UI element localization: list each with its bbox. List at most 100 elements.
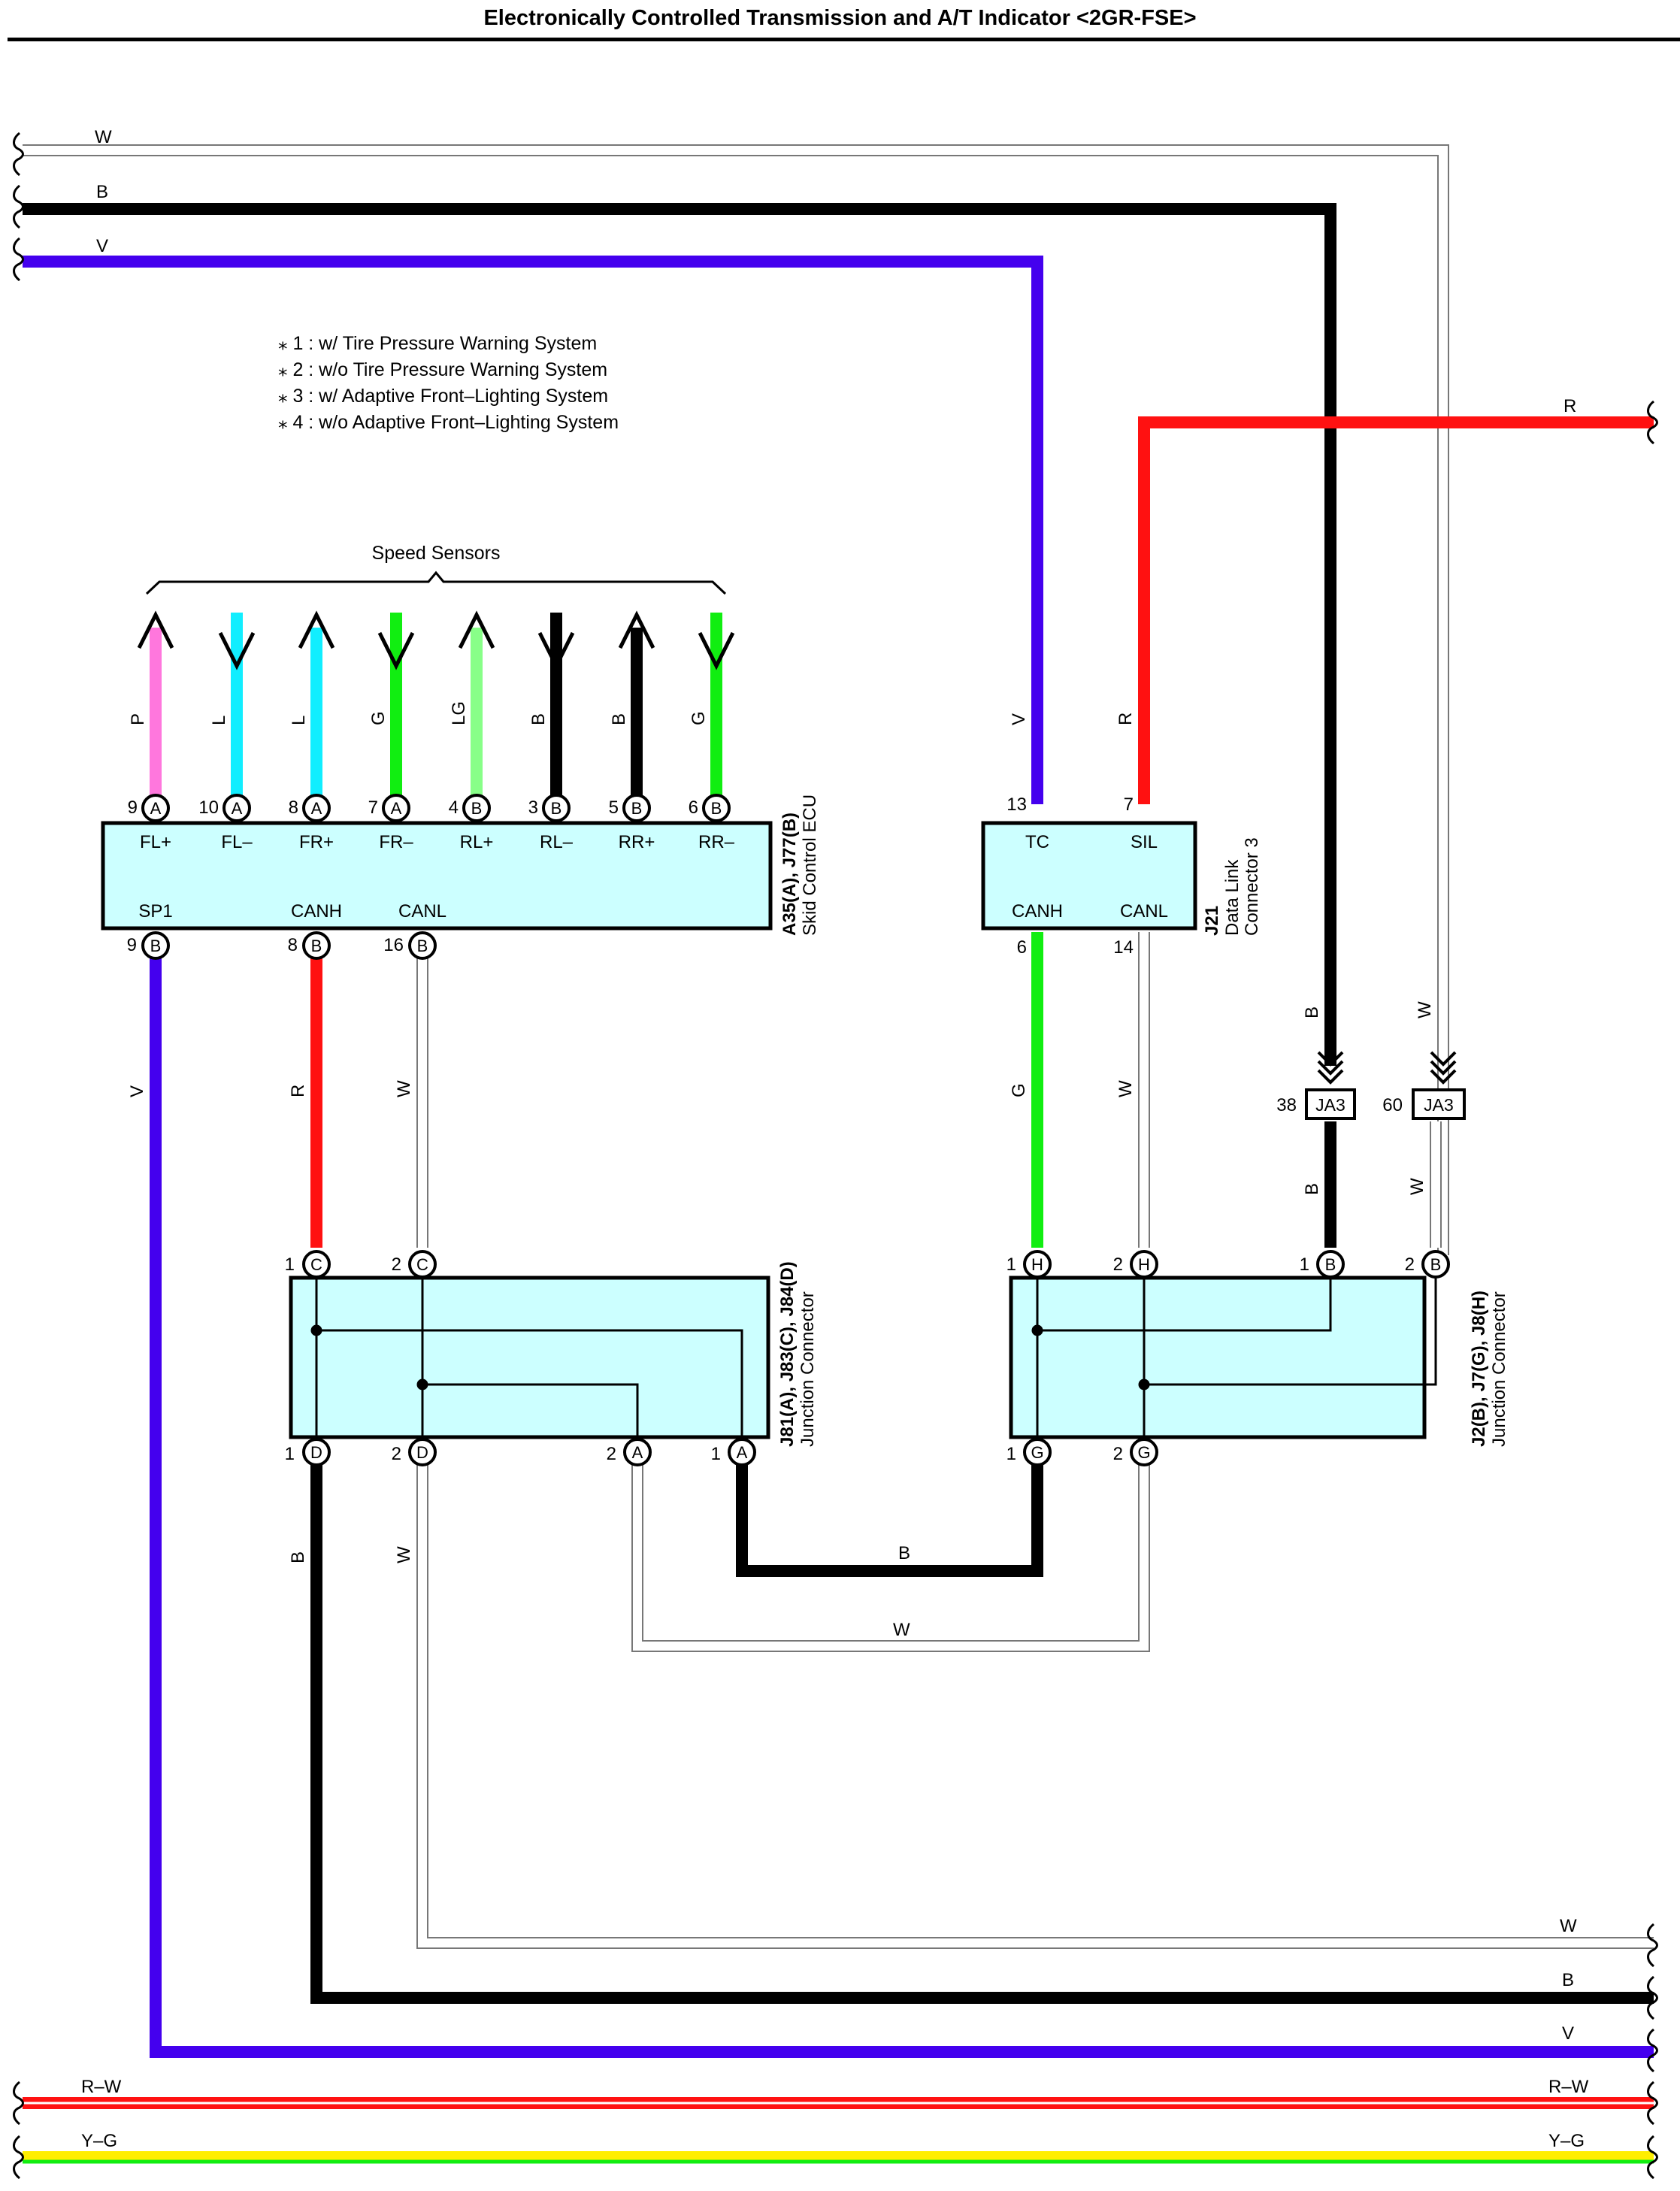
- pin-circle-b: B: [141, 931, 170, 960]
- ecu-top-pin-number: 8: [289, 797, 298, 818]
- label-bottom-b: B: [1562, 1970, 1574, 1990]
- speed-sensor-color-label: G: [368, 711, 389, 725]
- ja3-pin-60: 60: [1382, 1095, 1403, 1115]
- jc2-pin-g1: 1: [1006, 1444, 1016, 1464]
- pin-circle-a: A: [728, 1438, 756, 1466]
- label-top-b: B: [96, 182, 108, 202]
- label-dlc-w: W: [1115, 1080, 1136, 1097]
- speed-sensor-wire-fl: L: [209, 613, 256, 800]
- wire-break-top-left-3: [13, 237, 24, 282]
- ecu-top-signal: FL+: [140, 832, 171, 852]
- wire-top-r: [1138, 416, 1654, 804]
- junction-2-id: J2(B), J7(G), J8(H): [1469, 1291, 1489, 1447]
- ecu-top-pin-number: 9: [128, 797, 138, 818]
- ja3-connector-38: JA3 38: [1276, 1051, 1356, 1120]
- label-yg-left: Y–G: [81, 2131, 117, 2151]
- jc1-pin-d2: 2: [392, 1444, 401, 1464]
- note-1: ⁎ 1 : w/ Tire Pressure Warning System: [278, 333, 597, 354]
- label-top-v: V: [96, 236, 108, 256]
- ecu-pin-9: 9: [127, 935, 137, 955]
- pin-circle-b: B: [462, 794, 491, 822]
- svg-text:G: G: [1031, 1443, 1043, 1462]
- pin-circle-a: A: [141, 794, 170, 822]
- junction-connector-1-box: [289, 1276, 770, 1439]
- junction-connector-2-box: [1009, 1276, 1427, 1439]
- label-dlc-v: V: [1009, 713, 1029, 725]
- pin-circle-b: B: [542, 794, 571, 822]
- label-ja3-b-lower: B: [1302, 1183, 1322, 1195]
- jc1-pin-d1: 1: [285, 1444, 295, 1464]
- speed-sensor-wire-fl: P: [128, 610, 174, 800]
- label-jc1-b: B: [288, 1551, 308, 1563]
- wire-top-w: [23, 144, 1449, 1255]
- svg-text:B: B: [471, 799, 483, 818]
- ecu-top-pin-number: 5: [609, 797, 619, 818]
- svg-text:A: A: [391, 799, 402, 818]
- dlc3-box: [981, 821, 1197, 931]
- pin-circle-a: A: [382, 794, 410, 822]
- wire-bottom-b: [310, 1462, 1654, 2004]
- speed-sensor-wire-fr: L: [289, 610, 335, 800]
- svg-text:G: G: [1137, 1443, 1150, 1462]
- dlc3-signal-canl: CANL: [1120, 901, 1168, 921]
- dlc3-name-2: Connector 3: [1242, 837, 1262, 936]
- ecu-top-signal: FR–: [379, 832, 413, 852]
- svg-text:D: D: [416, 1443, 428, 1462]
- svg-text:A: A: [311, 799, 322, 818]
- svg-text:B: B: [711, 799, 722, 818]
- svg-text:C: C: [416, 1255, 428, 1274]
- pin-circle-d: D: [302, 1438, 331, 1466]
- note-3: ⁎ 3 : w/ Adaptive Front–Lighting System: [278, 386, 608, 407]
- pin-circle-b: B: [1316, 1250, 1345, 1279]
- dlc3-signal-canh: CANH: [1012, 901, 1063, 921]
- svg-text:D: D: [310, 1443, 322, 1462]
- label-top-r: R: [1563, 396, 1576, 416]
- svg-text:H: H: [1031, 1255, 1043, 1274]
- svg-text:H: H: [1138, 1255, 1150, 1274]
- jc2-pin-h2: 2: [1113, 1254, 1123, 1275]
- label-rw-right: R–W: [1548, 2077, 1589, 2097]
- wire-link-w: [631, 1462, 1150, 1652]
- speed-sensors-label: Speed Sensors: [372, 543, 501, 564]
- speed-sensor-wire-fr: G: [368, 613, 415, 800]
- skid-control-ecu-box: [101, 821, 773, 931]
- svg-text:B: B: [551, 799, 562, 818]
- wire-bottom-w: [416, 1462, 1654, 1949]
- title-rule: [8, 38, 1680, 41]
- dlc3-pin-14: 14: [1113, 937, 1134, 958]
- speed-sensor-wire-rr: B: [609, 610, 655, 800]
- dlc3-pin-6: 6: [1017, 937, 1027, 958]
- wire-break-top-left: [13, 132, 24, 177]
- dlc3-label: J21 Data Link Connector 3: [1202, 837, 1262, 936]
- dlc3-signal-tc: TC: [1025, 832, 1049, 852]
- speed-sensor-color-label: G: [689, 711, 709, 725]
- label-ecu-r: R: [288, 1085, 308, 1097]
- ecu-top-signal: RL+: [460, 832, 494, 852]
- svg-text:B: B: [417, 937, 428, 955]
- dlc3-pin-13: 13: [1006, 794, 1027, 815]
- svg-text:A: A: [632, 1443, 643, 1462]
- jc2-pin-h1: 1: [1006, 1254, 1016, 1275]
- ecu-top-pin-number: 6: [689, 797, 698, 818]
- speed-sensor-color-label: L: [209, 716, 229, 725]
- label-ja3-b-upper: B: [1302, 1006, 1322, 1018]
- junction-1-name: Junction Connector: [798, 1291, 818, 1447]
- svg-text:B: B: [631, 799, 643, 818]
- ecu-signal-sp1: SP1: [138, 901, 172, 921]
- label-ecu-v: V: [127, 1085, 147, 1097]
- ecu-pin-16: 16: [383, 935, 404, 955]
- label-yg-right: Y–G: [1548, 2131, 1585, 2151]
- pin-circle-b: B: [622, 794, 651, 822]
- jc1-pin-a2: 2: [607, 1444, 616, 1464]
- skid-ecu-label: A35(A), J77(B) Skid Control ECU: [779, 794, 820, 936]
- svg-text:C: C: [310, 1255, 322, 1274]
- notes-block: ⁎ 1 : w/ Tire Pressure Warning System ⁎ …: [278, 333, 619, 433]
- label-ja3-w-lower: W: [1407, 1178, 1427, 1195]
- pin-circle-g: G: [1130, 1438, 1158, 1466]
- junction-connector-2-label: J2(B), J7(G), J8(H) Junction Connector: [1469, 1291, 1509, 1447]
- ecu-pin-8: 8: [288, 935, 298, 955]
- page-title: Electronically Controlled Transmission a…: [483, 6, 1197, 30]
- speed-sensor-color-label: B: [609, 713, 629, 725]
- ecu-top-signal: FR+: [299, 832, 334, 852]
